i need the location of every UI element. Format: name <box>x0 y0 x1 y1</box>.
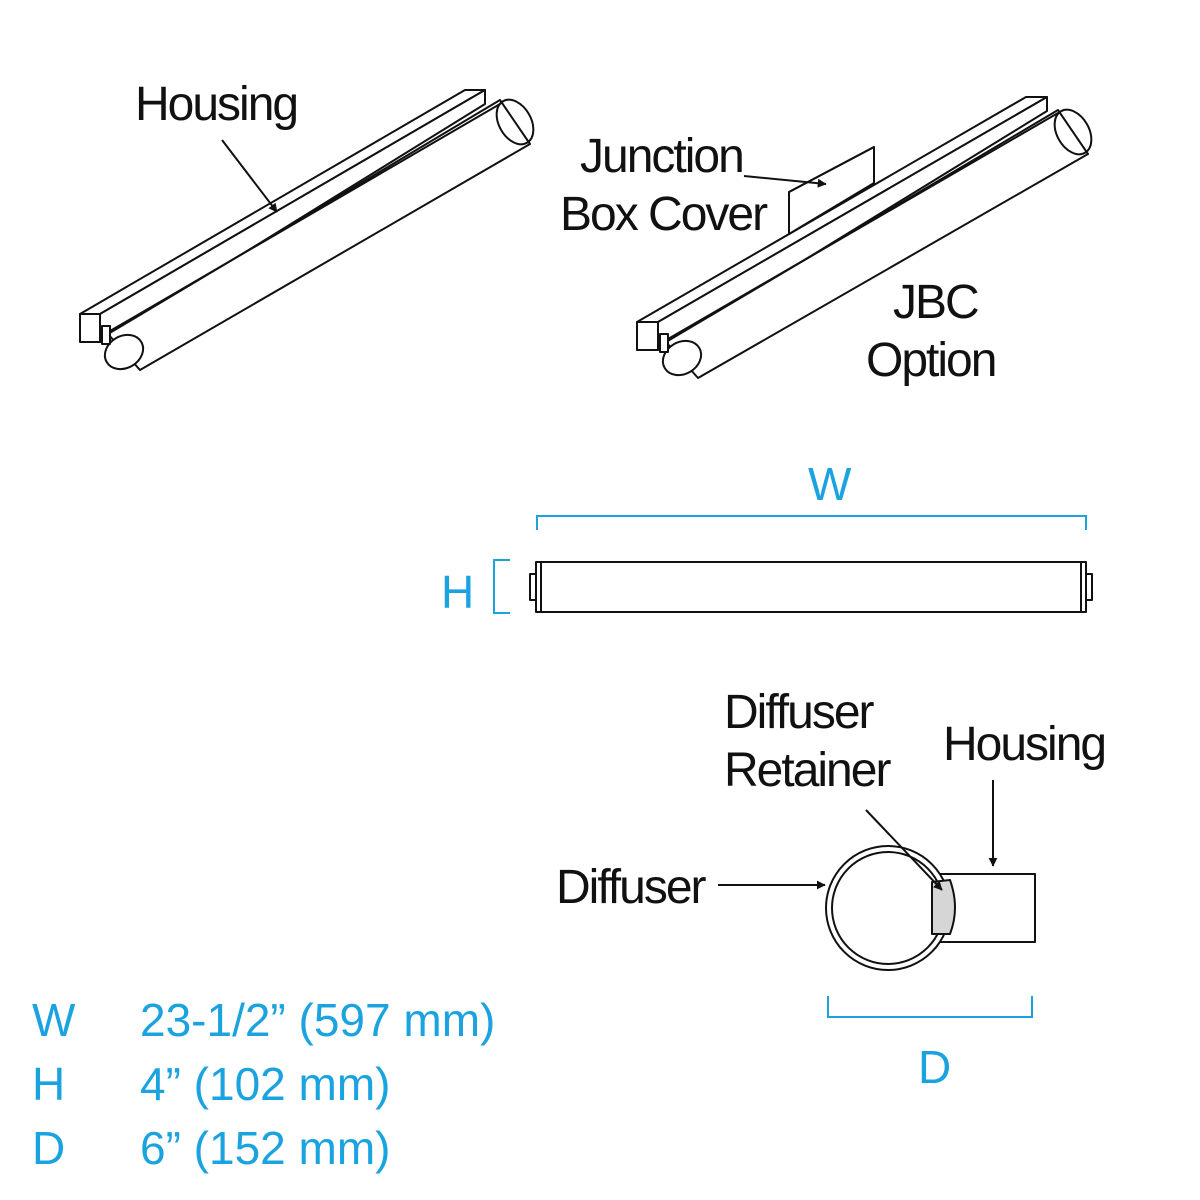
dimension-w-bracket <box>536 515 1087 530</box>
dimension-d-bracket <box>827 996 1033 1018</box>
spec-row-d-value: 6” (152 mm) <box>140 1122 390 1174</box>
dimension-d-label: D <box>918 1041 951 1093</box>
spec-table: W 23-1/2” (597 mm) H 4” (102 mm) D 6” (1… <box>32 994 495 1174</box>
label-diffuser: Diffuser <box>556 861 707 914</box>
elevation-end-left <box>529 573 537 601</box>
dimension-w-label: W <box>808 458 852 510</box>
junction-box-cover-top <box>788 146 875 193</box>
spec-row-h-key: H <box>32 1058 65 1110</box>
dimension-d: D <box>827 996 1033 1093</box>
end-bracket <box>101 325 111 345</box>
section-diffuser-retainer <box>931 879 956 935</box>
label-jbc-line1: JBC <box>893 276 978 329</box>
tube-far-cap <box>495 98 535 146</box>
spec-row-h-value: 4” (102 mm) <box>140 1058 390 1110</box>
dimension-h: H <box>441 559 510 618</box>
housing-end-face <box>79 313 101 343</box>
jbc-tube-far-cap <box>1053 108 1093 156</box>
isometric-view-standard <box>79 89 535 371</box>
tube-end-cap <box>103 333 145 371</box>
side-section <box>825 845 1036 971</box>
label-housing-top: Housing <box>135 78 297 131</box>
jbc-housing-end-face <box>636 321 659 351</box>
isometric-view-jbc <box>636 96 1093 379</box>
label-jbc-line2: Option <box>866 334 995 387</box>
jbc-end-bracket <box>659 333 669 353</box>
jbc-housing-front-face <box>657 96 1048 351</box>
label-junction-line1: Junction <box>580 130 743 183</box>
label-retainer-line1: Diffuser <box>724 686 875 739</box>
spec-row-w-key: W <box>32 994 76 1046</box>
dimension-h-label: H <box>441 566 474 618</box>
label-housing-side: Housing <box>943 718 1105 771</box>
diffuser-tube <box>107 99 531 371</box>
dimension-h-bracket <box>493 559 510 614</box>
jbc-tube-end-cap <box>661 339 703 377</box>
spec-row-w-value: 23-1/2” (597 mm) <box>140 994 495 1046</box>
arrow-junction-box-cover <box>743 175 827 188</box>
dimension-w: W <box>536 458 1087 530</box>
elevation-end-right <box>1085 573 1093 601</box>
spec-row-d-key: D <box>32 1122 65 1174</box>
front-elevation <box>529 561 1093 613</box>
arrow-diffuser-retainer <box>865 809 943 891</box>
elevation-body <box>535 561 1087 613</box>
label-retainer-line2: Retainer <box>724 744 891 797</box>
label-junction-line2: Box Cover <box>560 188 768 241</box>
housing-front-face <box>99 89 486 343</box>
arrow-housing-top <box>221 139 278 213</box>
